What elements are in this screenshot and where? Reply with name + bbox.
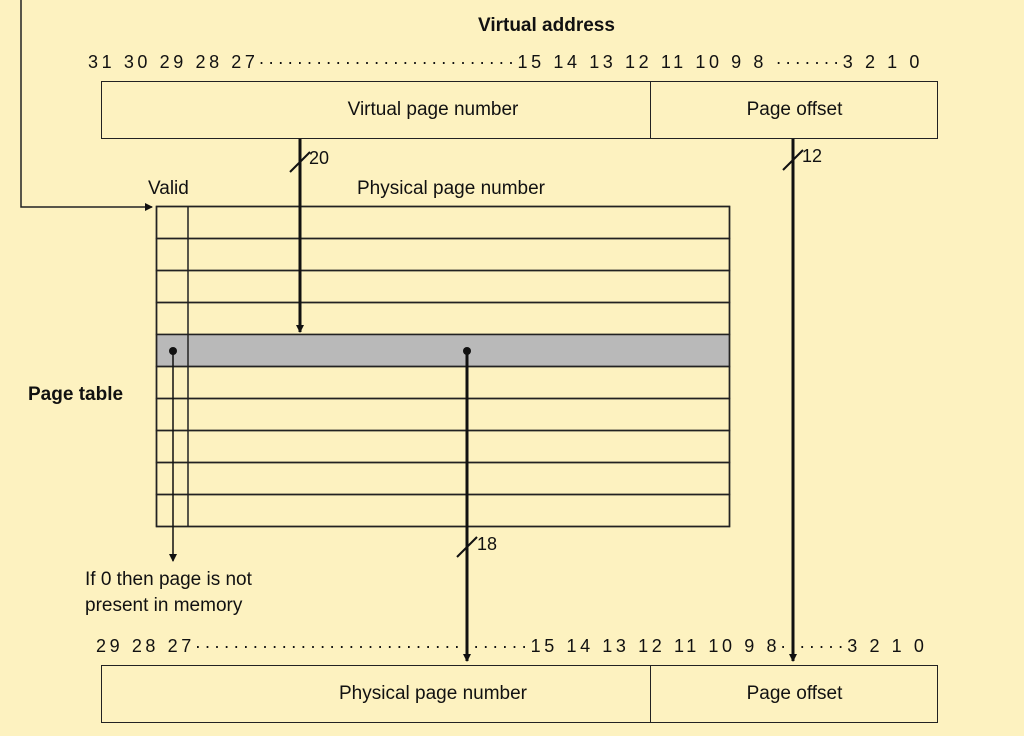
ppn-width-label: 18 [477, 534, 498, 554]
physical-page-offset-label: Page offset [746, 683, 843, 704]
valid-column-header: Valid [148, 178, 189, 199]
virtual-page-offset-label: Page offset [746, 99, 843, 120]
vpn-width-slash [289, 151, 311, 173]
page-table-box [155, 205, 731, 528]
virtual-page-number-field: Virtual page number [101, 81, 651, 139]
physical-address-box [101, 665, 938, 723]
page-table-row [155, 429, 731, 464]
page-table-row [155, 493, 731, 528]
page-table-register-line [20, 0, 153, 211]
page-table-row [155, 397, 731, 432]
page-table-row [155, 461, 731, 496]
page-table-rows [155, 205, 731, 528]
physical-page-number-label: Physical page number [339, 683, 527, 704]
page-table-row [155, 301, 731, 336]
virtual-address-title: Virtual address [478, 15, 615, 36]
physical-address-bit-labels: 29 28 27································… [96, 636, 928, 656]
page-table-row [155, 365, 731, 400]
virtual-address-bit-labels: 31 30 29 28 27··························… [88, 52, 923, 72]
valid-note-line-2: present in memory [85, 595, 243, 616]
vpn-width-label: 20 [309, 148, 330, 168]
virtual-page-offset-field: Page offset [651, 81, 938, 139]
physical-page-number-column-header: Physical page number [357, 178, 545, 199]
page-table-row [155, 237, 731, 272]
offset-width-slash [782, 149, 804, 171]
page-table-label: Page table [28, 384, 124, 405]
physical-page-number-field: Physical page number [101, 665, 651, 723]
offset-width-label: 12 [802, 146, 823, 166]
ppn-width-slash [456, 536, 478, 558]
virtual-page-number-label: Virtual page number [347, 99, 519, 120]
page-table-row [155, 205, 731, 240]
page-table-row [155, 269, 731, 304]
valid-note-line-1: If 0 then page is not [85, 569, 252, 590]
page-table-selected-row [155, 333, 731, 368]
physical-page-offset-field: Page offset [651, 665, 938, 723]
virtual-address-box [101, 81, 938, 139]
